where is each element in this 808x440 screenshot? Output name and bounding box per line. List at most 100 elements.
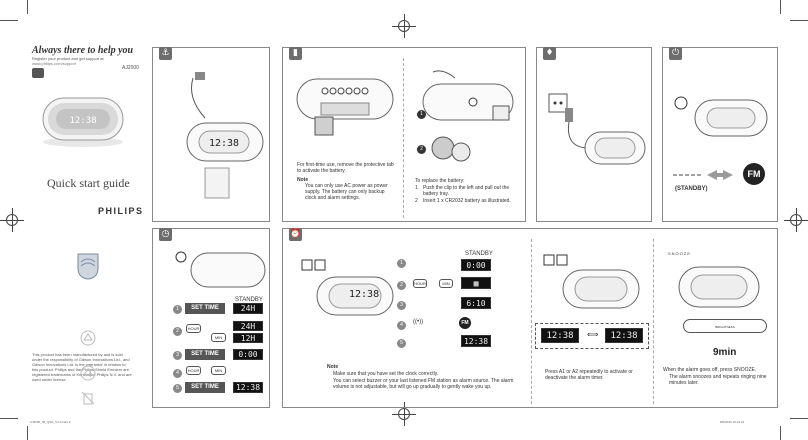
cover-register-line: Register your product and get support at xyxy=(32,56,104,61)
lcd-24h: 24H xyxy=(233,303,263,314)
footer-right: 8/6/2020 10:24:41 xyxy=(720,420,745,424)
alarm-note-label: Note xyxy=(327,364,339,370)
battery-step-marker: 1 xyxy=(417,110,426,119)
cover-product-image: 12:38 xyxy=(42,97,124,147)
step-number: 4 xyxy=(397,321,406,330)
battery-note-left: For first-time use, remove the protectiv… xyxy=(297,162,394,174)
alarm-off-display: 12:38 xyxy=(605,328,643,343)
alarm-indicator-box xyxy=(535,323,649,349)
step-number: 2 xyxy=(173,327,182,336)
panel-divider xyxy=(653,239,654,404)
lcd-1238: 12:38 xyxy=(233,382,263,393)
alarm-toggle-text: Press A1 or A2 repeatedly to activate or… xyxy=(545,369,633,381)
hour-button[interactable]: HOUR xyxy=(186,366,201,375)
battery-note-bullet: You can only use AC power as power suppl… xyxy=(305,183,388,201)
snooze-label: SNOOZE xyxy=(668,251,691,256)
crop-mark xyxy=(27,426,28,440)
alarm-fm-icon: FM xyxy=(459,317,471,329)
lcd-12h: 12H xyxy=(233,333,263,343)
battery-step2: Insert 1 x CR2032 battery as illustrated… xyxy=(423,198,511,204)
brightness-label: BRIGHTNESS xyxy=(715,325,735,329)
battery-step-number: 1 xyxy=(415,185,418,191)
registration-mark xyxy=(0,208,24,232)
clock-plugged-image xyxy=(548,93,646,165)
step-number: 3 xyxy=(397,301,406,310)
battery-step-number: 2 xyxy=(415,198,418,204)
power-plug-icon: ⚓ xyxy=(159,47,172,60)
standby-toggle-arrow xyxy=(673,170,733,180)
clock-standby-label: STANDBY xyxy=(235,297,263,303)
standby-label: (STANDBY) xyxy=(675,186,708,192)
battery-note-label: Note xyxy=(297,177,309,183)
weee-bin-icon xyxy=(81,391,95,405)
registration-mark xyxy=(784,208,808,232)
registration-mark xyxy=(392,402,416,426)
registration-mark xyxy=(392,14,416,38)
plug-icon: ♦ xyxy=(543,47,556,60)
toggle-arrow-icon: ⟺ xyxy=(587,330,599,339)
buzzer-icon: ((•)) xyxy=(413,319,424,325)
clock-top-image xyxy=(175,251,266,288)
step-number: 1 xyxy=(173,305,182,314)
snooze-text1: When the alarm goes off, press SNOOZE. xyxy=(663,367,757,373)
alarm-toggle-image xyxy=(543,254,640,309)
snooze-duration: 9min xyxy=(713,347,737,358)
clock-with-adapter-image: 12:38 xyxy=(186,72,264,199)
battery-replace-title: To replace the battery: xyxy=(415,178,465,184)
lcd-alarm-hour-icon: ▩ xyxy=(461,277,491,289)
alarm-standby-label: STANDBY xyxy=(465,251,493,257)
min-button[interactable]: MIN xyxy=(439,279,453,288)
panel-battery: ▮ For first-time use, remove the protect… xyxy=(282,47,526,222)
lcd-alarm-1238: 12:38 xyxy=(461,335,491,347)
alarm-note-bullet2: You can select buzzer or your last liste… xyxy=(333,378,514,390)
alarm-note-bullet1: Make sure that you have set the clock co… xyxy=(333,371,439,377)
min-button[interactable]: MIN xyxy=(211,366,226,375)
panel-clock-setting: ◷ STANDBY 1 SET TIME 24H 2 HOUR MIN 24H … xyxy=(152,228,270,408)
step-number: 1 xyxy=(397,259,406,268)
min-button[interactable]: MIN xyxy=(211,333,226,342)
snooze-clock-image xyxy=(678,266,760,308)
step-number: 5 xyxy=(173,384,182,393)
set-time-button[interactable]: SET TIME xyxy=(185,349,225,360)
panel-power-adapter: ⚓ 12:38 xyxy=(152,47,270,222)
crop-mark xyxy=(0,20,18,21)
crop-mark xyxy=(790,20,808,21)
cover-url[interactable]: www.philips.com/support xyxy=(32,61,77,66)
set-time-button[interactable]: SET TIME xyxy=(185,382,225,393)
power-icon: ⏻ xyxy=(669,47,682,60)
snooze-brightness-bar[interactable]: BRIGHTNESS xyxy=(683,319,767,333)
fm-indicator: FM xyxy=(743,163,765,185)
step-number: 5 xyxy=(397,339,406,348)
panel-power-on: ⏻ FM (STANDBY) xyxy=(662,47,778,222)
crop-mark xyxy=(780,426,781,440)
clock-power-image xyxy=(674,96,768,137)
hour-button[interactable]: HOUR xyxy=(413,279,427,288)
cover-heading: Always there to help you xyxy=(32,45,134,56)
battery-step-marker: 2 xyxy=(417,145,426,154)
set-time-button[interactable]: SET TIME xyxy=(185,303,225,314)
clock-back-image xyxy=(296,78,394,136)
philips-shield-icon xyxy=(77,253,99,280)
svg-text:12:38: 12:38 xyxy=(209,138,239,149)
recycle-icon xyxy=(80,330,96,346)
svg-text:12:38: 12:38 xyxy=(69,116,96,126)
lcd-alarm-0000: 0:00 xyxy=(461,259,491,271)
battery-step1: Push the clip to the left and pull out t… xyxy=(423,185,510,197)
cover-brand: PHILIPS xyxy=(98,206,144,216)
panel-divider xyxy=(403,58,404,218)
crop-mark xyxy=(780,0,781,14)
cover-badge xyxy=(32,68,44,78)
lcd-24h-alt: 24H xyxy=(233,321,263,331)
panel-plug: ♦ xyxy=(536,47,652,222)
crop-mark xyxy=(790,418,808,419)
cover-model: AJ2000 xyxy=(122,65,139,71)
lcd-0000: 0:00 xyxy=(233,349,263,360)
lcd-alarm-610: 6:10 xyxy=(461,297,491,309)
alarm-on-display: 12:38 xyxy=(541,328,579,343)
hour-button[interactable]: HOUR xyxy=(186,324,201,333)
step-number: 4 xyxy=(173,369,182,378)
alarm-clock-display: 12:38 xyxy=(349,289,380,300)
crop-mark xyxy=(27,0,28,14)
panel-divider xyxy=(531,239,532,404)
cover-quick-start: Quick start guide xyxy=(47,176,130,190)
